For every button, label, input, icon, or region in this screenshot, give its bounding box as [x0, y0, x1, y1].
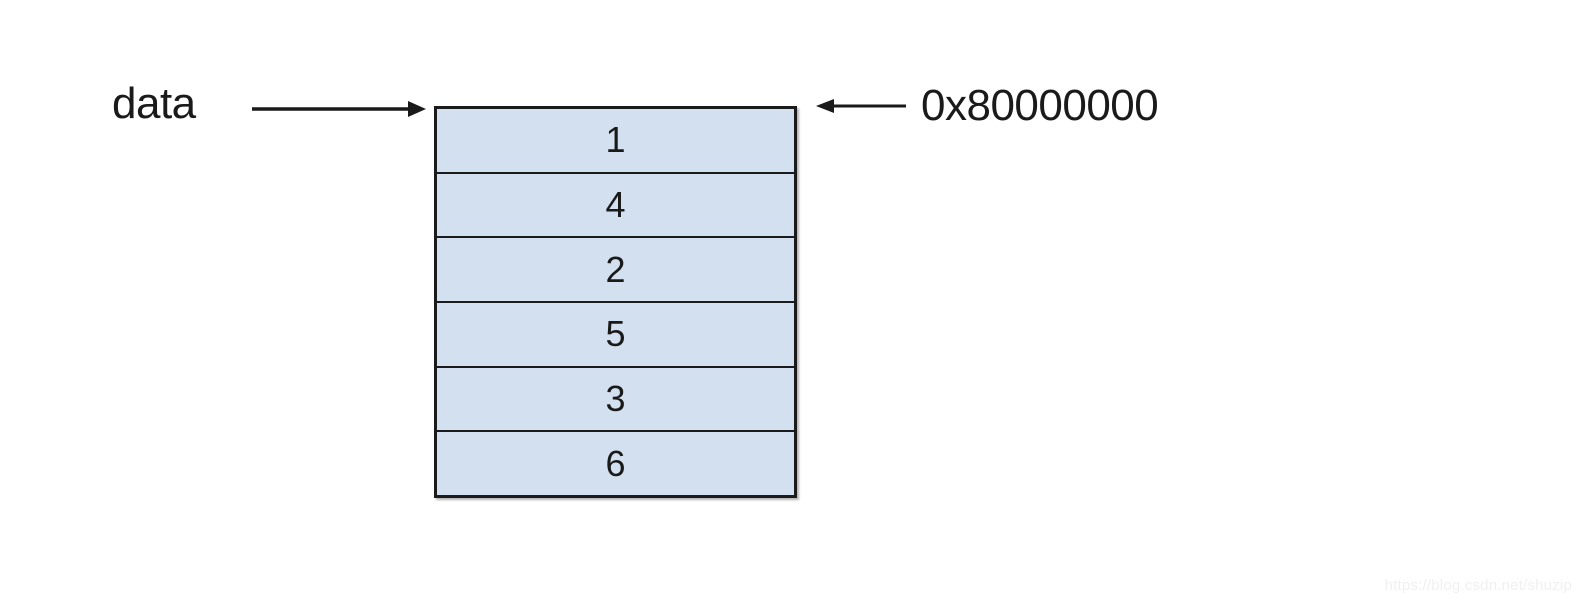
memory-cell: 5	[437, 303, 794, 368]
data-pointer-arrow-icon	[252, 101, 426, 117]
memory-cell-value: 4	[605, 184, 626, 225]
data-pointer-label: data	[112, 79, 196, 128]
memory-cell: 3	[437, 367, 794, 433]
memory-cell: 1	[437, 109, 794, 174]
memory-cell-value: 2	[605, 248, 626, 290]
address-pointer-arrow-icon	[816, 99, 906, 113]
memory-cell-value: 6	[605, 442, 626, 484]
memory-cell: 6	[437, 432, 794, 496]
memory-cell-value: 3	[605, 378, 626, 420]
memory-cell: 2	[437, 238, 794, 304]
watermark: https://blog.csdn.net/shuzip	[1384, 577, 1572, 594]
base-address-label: 0x80000000	[921, 81, 1159, 130]
memory-array: 1 4 2 5 3 6	[434, 106, 797, 498]
memory-cell-value: 5	[605, 313, 626, 355]
memory-cell-value: 1	[605, 119, 626, 161]
memory-cell: 4	[437, 173, 794, 239]
